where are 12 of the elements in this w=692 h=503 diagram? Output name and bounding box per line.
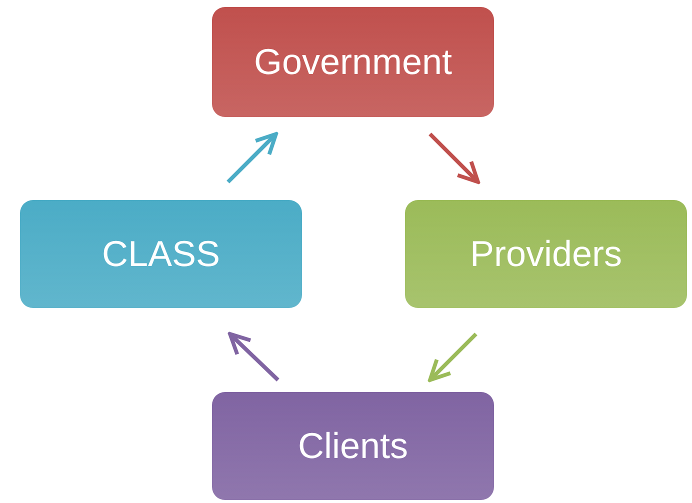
process-box	[20, 200, 302, 308]
arrow	[228, 332, 280, 382]
node-label: CLASS	[102, 233, 220, 275]
arrow	[428, 132, 480, 184]
process-box	[212, 392, 494, 500]
process-box	[405, 200, 687, 308]
arrow	[428, 332, 478, 382]
node-label: Government	[254, 41, 452, 83]
node-label: Clients	[298, 425, 408, 467]
node-label: Providers	[470, 233, 622, 275]
process-box	[212, 7, 494, 117]
arrow	[226, 132, 278, 184]
